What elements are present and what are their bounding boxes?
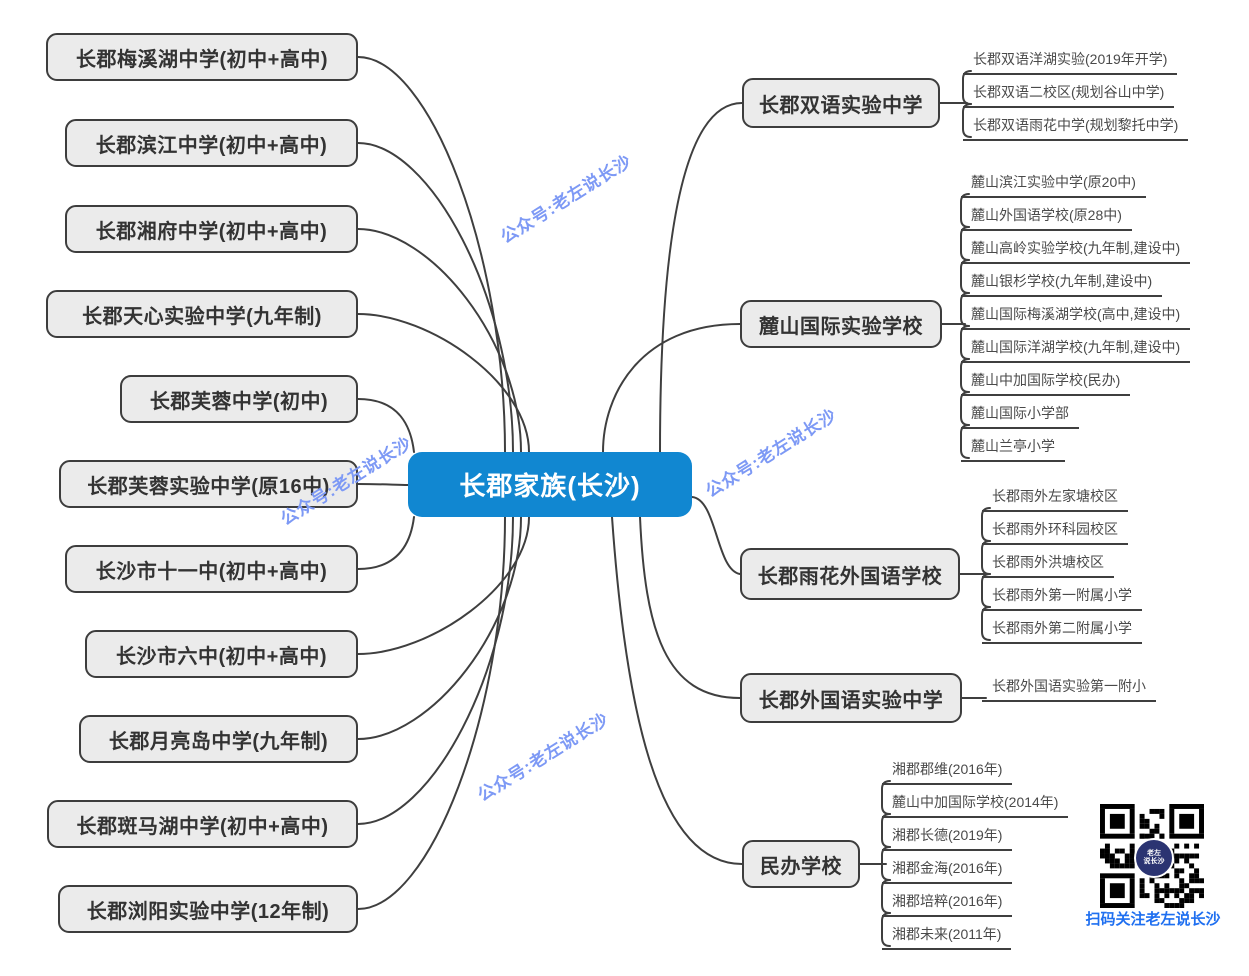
- qr-logo: 老左 说长沙: [1134, 838, 1174, 878]
- right-branch-node-1[interactable]: 麓山国际实验学校: [740, 300, 942, 348]
- qr-caption: 扫码关注老左说长沙: [1085, 911, 1221, 928]
- child-node[interactable]: 长郡雨外第二附属小学: [982, 619, 1142, 644]
- left-node-1[interactable]: 长郡滨江中学(初中+高中): [65, 119, 358, 167]
- left-node-7[interactable]: 长沙市六中(初中+高中): [85, 630, 358, 678]
- child-node[interactable]: 长郡外国语实验第一附小: [982, 677, 1156, 702]
- child-node[interactable]: 长郡双语雨花中学(规划黎托中学): [963, 116, 1189, 141]
- left-node-0[interactable]: 长郡梅溪湖中学(初中+高中): [46, 33, 358, 81]
- left-node-5[interactable]: 长郡芙蓉实验中学(原16中): [59, 460, 358, 508]
- qr-logo-text-line2: 说长沙: [1143, 858, 1165, 865]
- child-node[interactable]: 湘郡未来(2011年): [882, 925, 1012, 950]
- left-node-8[interactable]: 长郡月亮岛中学(九年制): [79, 715, 358, 763]
- right-branch-node-4[interactable]: 民办学校: [742, 840, 860, 888]
- child-node[interactable]: 长郡雨外环科园校区: [982, 520, 1128, 545]
- center-node[interactable]: 长郡家族(长沙): [408, 452, 692, 517]
- child-node[interactable]: 长郡双语洋湖实验(2019年开学): [963, 50, 1178, 75]
- child-node[interactable]: 麓山国际梅溪湖学校(高中,建设中): [961, 305, 1191, 330]
- qr-code: 老左 说长沙: [1100, 804, 1204, 908]
- child-node[interactable]: 麓山中加国际学校(民办): [961, 371, 1131, 396]
- child-node[interactable]: 湘郡长德(2019年): [882, 826, 1013, 851]
- child-node[interactable]: 麓山国际洋湖学校(九年制,建设中): [961, 338, 1191, 363]
- child-node[interactable]: 长郡雨外左家塘校区: [982, 487, 1128, 512]
- left-node-6[interactable]: 长沙市十一中(初中+高中): [65, 545, 358, 593]
- child-node[interactable]: 长郡雨外洪塘校区: [982, 553, 1114, 578]
- child-node[interactable]: 长郡雨外第一附属小学: [982, 586, 1142, 611]
- child-node[interactable]: 麓山银杉学校(九年制,建设中): [961, 272, 1163, 297]
- child-node[interactable]: 湘郡培粹(2016年): [882, 892, 1013, 917]
- child-node[interactable]: 麓山高岭实验学校(九年制,建设中): [961, 239, 1191, 264]
- left-node-9[interactable]: 长郡斑马湖中学(初中+高中): [47, 800, 358, 848]
- child-node[interactable]: 麓山国际小学部: [961, 404, 1079, 429]
- child-node[interactable]: 长郡双语二校区(规划谷山中学): [963, 83, 1175, 108]
- child-node[interactable]: 麓山兰亭小学: [961, 437, 1065, 462]
- child-node[interactable]: 麓山外国语学校(原28中): [961, 206, 1132, 231]
- child-node[interactable]: 湘郡郡维(2016年): [882, 760, 1013, 785]
- child-node[interactable]: 麓山中加国际学校(2014年): [882, 793, 1069, 818]
- child-node[interactable]: 麓山滨江实验中学(原20中): [961, 173, 1146, 198]
- right-branch-node-2[interactable]: 长郡雨花外国语学校: [740, 548, 960, 600]
- child-node[interactable]: 湘郡金海(2016年): [882, 859, 1013, 884]
- left-node-4[interactable]: 长郡芙蓉中学(初中): [120, 375, 358, 423]
- left-node-3[interactable]: 长郡天心实验中学(九年制): [46, 290, 358, 338]
- qr-logo-text-line1: 老左: [1147, 850, 1161, 857]
- left-node-2[interactable]: 长郡湘府中学(初中+高中): [65, 205, 358, 253]
- right-branch-node-0[interactable]: 长郡双语实验中学: [742, 78, 940, 128]
- right-branch-node-3[interactable]: 长郡外国语实验中学: [740, 673, 962, 723]
- left-node-10[interactable]: 长郡浏阳实验中学(12年制): [58, 885, 358, 933]
